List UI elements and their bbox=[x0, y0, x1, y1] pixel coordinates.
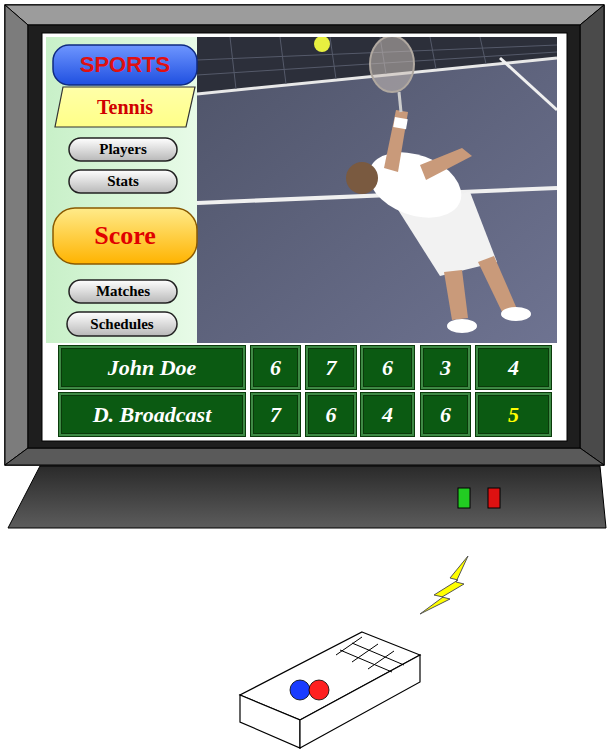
selected-button: Score bbox=[52, 207, 198, 265]
set-score: 3 bbox=[440, 355, 451, 381]
button-label: Matches bbox=[96, 283, 150, 300]
tennis-photo-part bbox=[500, 58, 557, 110]
tennis-photo-part bbox=[280, 37, 286, 84]
tennis-photo-part bbox=[420, 148, 472, 180]
player-name: John Doe bbox=[108, 355, 197, 381]
set-score: 4 bbox=[382, 402, 393, 428]
remote-control-part bbox=[290, 680, 310, 700]
tennis-photo-part bbox=[197, 37, 557, 343]
remote-control bbox=[240, 632, 420, 748]
remote-control-part bbox=[336, 637, 362, 655]
remote-control-part bbox=[300, 655, 420, 748]
score-cell: 6 bbox=[360, 345, 415, 390]
score-cell: 6 bbox=[250, 345, 301, 390]
tv-bezel-part bbox=[5, 448, 604, 465]
button-outline bbox=[53, 45, 197, 85]
button-label: Schedules bbox=[90, 316, 153, 333]
menu-header: SPORTS bbox=[52, 44, 198, 86]
tennis-photo-part bbox=[480, 37, 486, 64]
tennis-photo-part bbox=[399, 92, 401, 112]
score-cell: 4 bbox=[475, 345, 552, 390]
set-score: 4 bbox=[508, 355, 519, 381]
tennis-photo-part bbox=[230, 37, 236, 89]
button-label: Tennis bbox=[97, 96, 153, 119]
tv-bezel-part bbox=[5, 5, 604, 25]
set-score: 5 bbox=[508, 402, 519, 428]
score-cell: 7 bbox=[250, 392, 301, 437]
button-outline bbox=[69, 138, 177, 161]
tv-bezel-part bbox=[28, 25, 580, 448]
player-name-cell: D. Broadcast bbox=[58, 392, 246, 437]
tennis-photo-part bbox=[330, 37, 336, 79]
tennis-photo-part bbox=[444, 270, 468, 320]
button-outline bbox=[69, 170, 177, 193]
score-cell: 4 bbox=[360, 392, 415, 437]
button-label: Players bbox=[99, 141, 146, 158]
remote-control-part bbox=[352, 644, 378, 662]
tv-bezel bbox=[5, 5, 604, 465]
tennis-photo bbox=[197, 37, 557, 343]
player-name-cell: John Doe bbox=[58, 345, 246, 390]
remote-control-part bbox=[240, 695, 300, 748]
tennis-photo-part bbox=[393, 117, 408, 129]
set-score: 6 bbox=[440, 402, 451, 428]
tv-stand-part bbox=[458, 488, 470, 508]
remote-control-part bbox=[340, 650, 392, 672]
remote-control-part bbox=[309, 680, 329, 700]
tv-screen-part bbox=[42, 33, 567, 441]
tab-outline bbox=[55, 87, 195, 127]
signal-bolt-part bbox=[420, 556, 468, 614]
category-tab: Tennis bbox=[54, 86, 196, 128]
button-label: SPORTS bbox=[80, 52, 170, 78]
remote-control-part bbox=[368, 651, 394, 669]
set-score: 6 bbox=[382, 355, 393, 381]
tv-bezel-part bbox=[580, 5, 604, 465]
tennis-photo-part bbox=[314, 37, 330, 52]
tennis-photo-part bbox=[430, 37, 436, 69]
score-cell: 3 bbox=[420, 345, 471, 390]
set-score: 6 bbox=[326, 402, 337, 428]
tennis-photo-part bbox=[478, 256, 517, 314]
score-cell: 6 bbox=[420, 392, 471, 437]
menu-button: Stats bbox=[68, 169, 178, 194]
tv-stand-part bbox=[488, 488, 500, 508]
player-name: D. Broadcast bbox=[93, 402, 212, 428]
button-label: Score bbox=[94, 221, 156, 251]
set-score: 7 bbox=[270, 402, 281, 428]
button-outline bbox=[67, 312, 177, 336]
menu-button: Matches bbox=[68, 279, 178, 304]
set-score: 7 bbox=[326, 355, 337, 381]
score-cell: 7 bbox=[305, 345, 357, 390]
tennis-photo-part bbox=[346, 162, 378, 194]
tv-screen-part bbox=[46, 37, 198, 343]
tennis-photo-part bbox=[384, 110, 408, 172]
signal-bolt bbox=[420, 556, 468, 614]
tv-screen bbox=[42, 33, 567, 441]
tv-stand-part bbox=[8, 466, 606, 528]
tv-bezel-part bbox=[5, 5, 28, 465]
score-cell: 5 bbox=[475, 392, 552, 437]
tennis-photo-part bbox=[501, 307, 531, 321]
menu-button: Players bbox=[68, 137, 178, 162]
button-outline bbox=[69, 280, 177, 303]
button-outline bbox=[53, 208, 197, 264]
button-label: Stats bbox=[107, 173, 139, 190]
tennis-photo-part bbox=[370, 37, 414, 92]
tv-bezel-part bbox=[5, 5, 604, 465]
menu-button: Schedules bbox=[66, 311, 178, 337]
set-score: 6 bbox=[270, 355, 281, 381]
tv-stand bbox=[8, 466, 606, 528]
tennis-photo-part bbox=[197, 37, 557, 94]
score-cell: 6 bbox=[305, 392, 357, 437]
tennis-photo-part bbox=[447, 319, 477, 333]
